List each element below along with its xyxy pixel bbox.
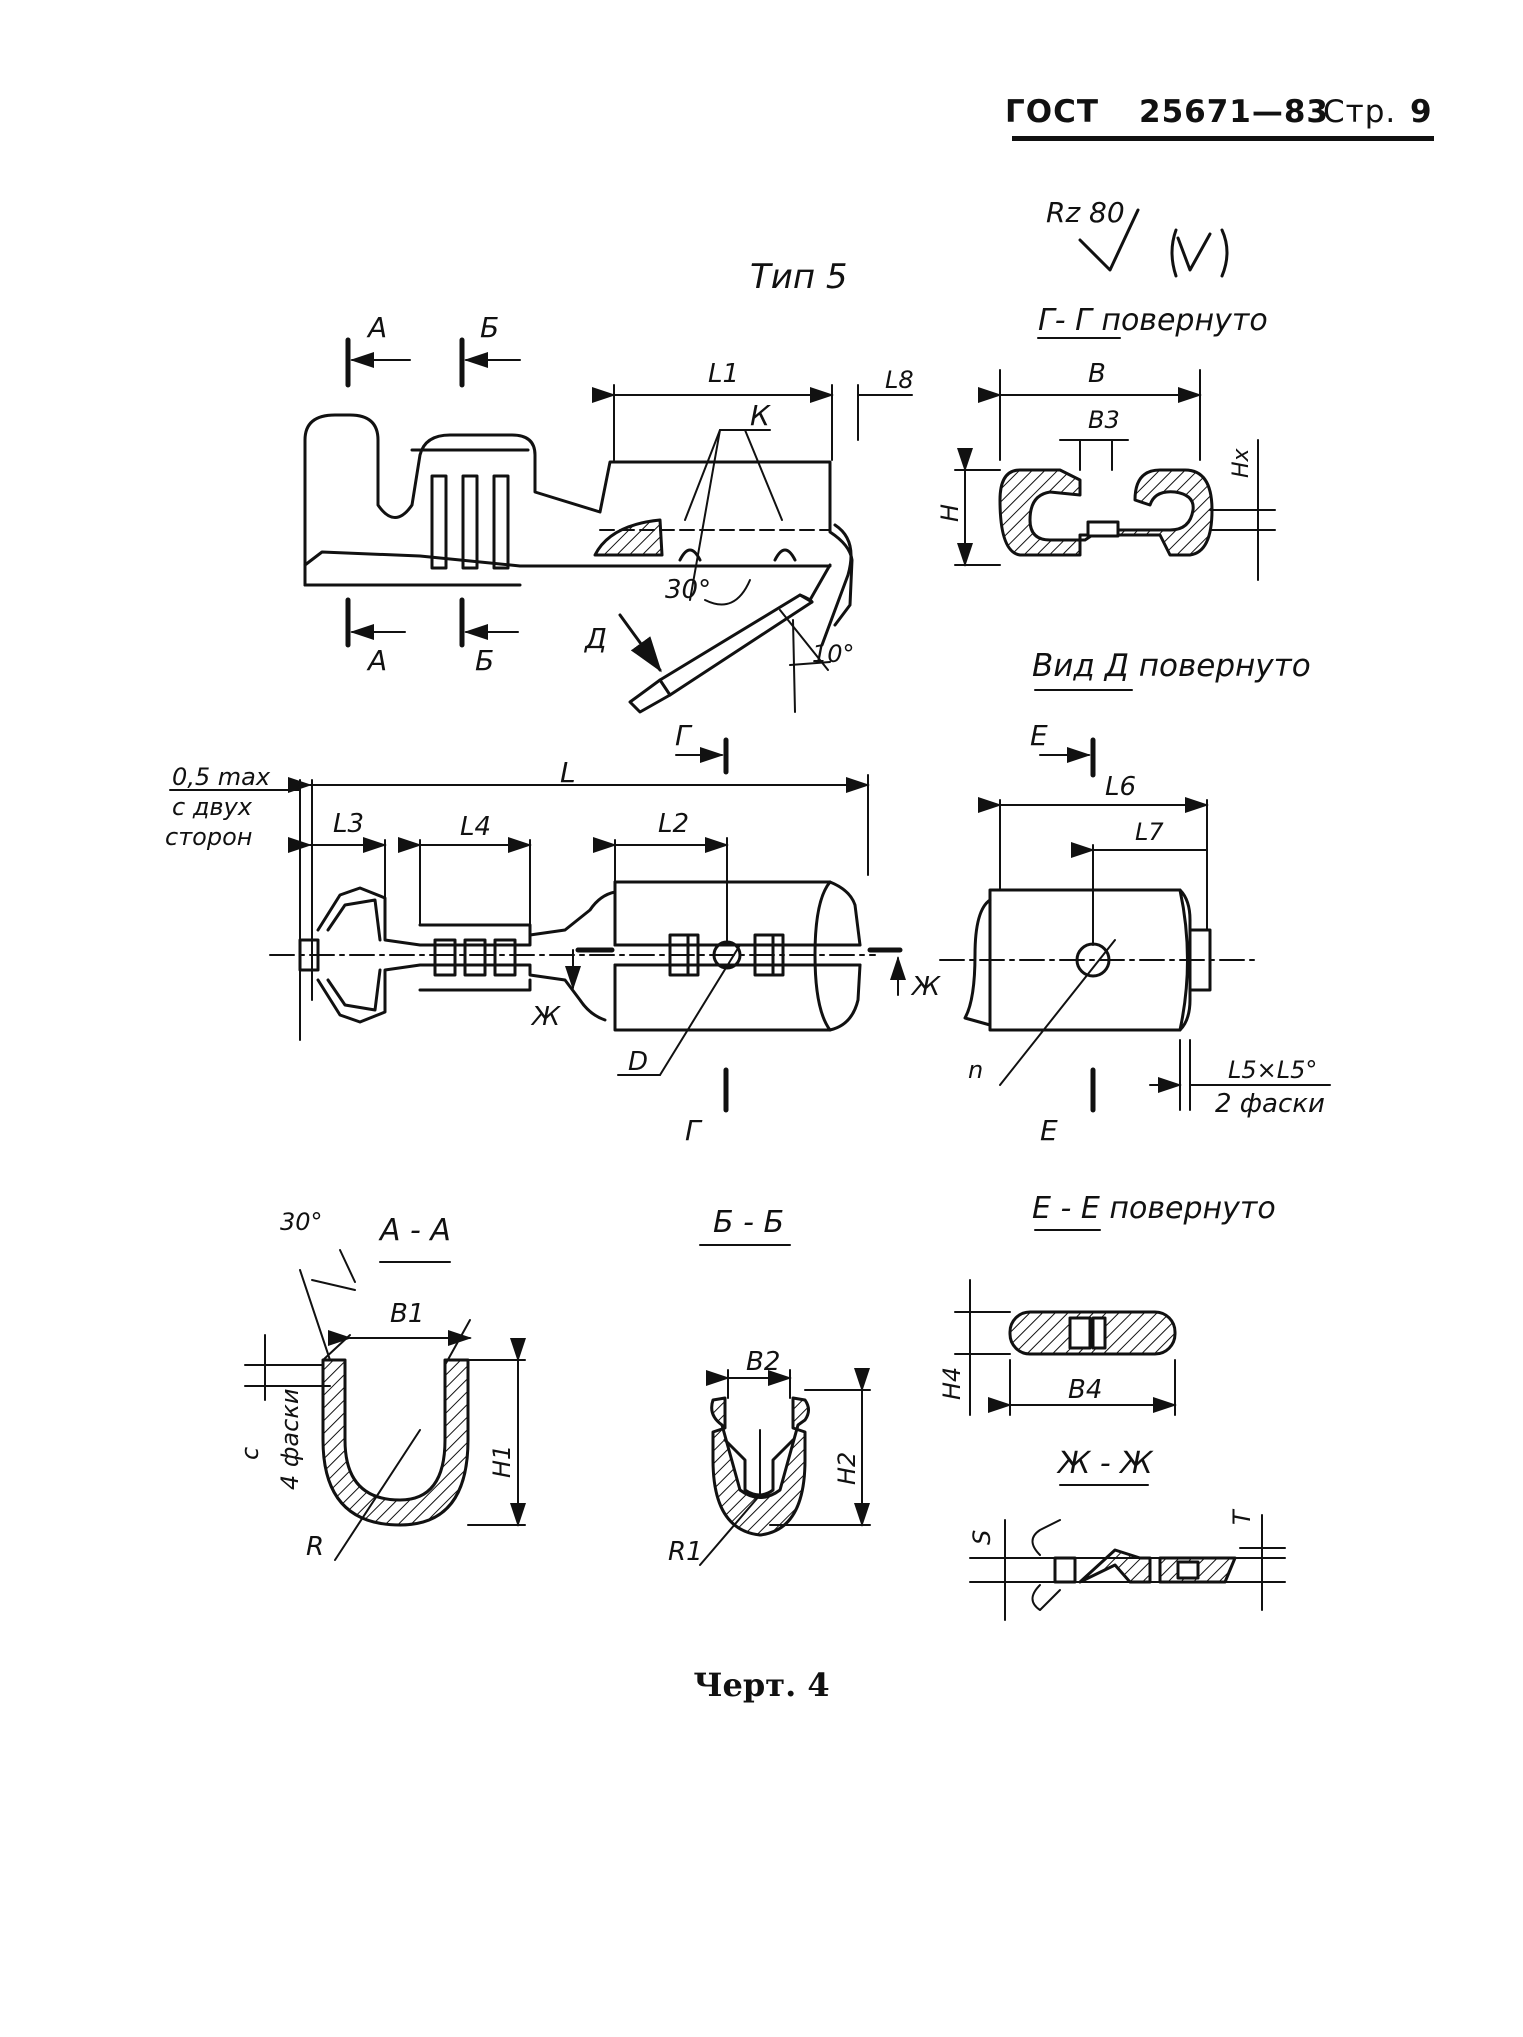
mark-a-bottom: А [366, 644, 387, 677]
dim-l2: L2 [658, 809, 689, 839]
standard-number: 25671—83 [1139, 94, 1329, 130]
mark-d: Д [583, 622, 607, 655]
chamfer4-note: 4 фаски [276, 1389, 304, 1490]
top-view [169, 737, 906, 1113]
dim-b4: B4 [1068, 1375, 1102, 1405]
dim-l4: L4 [460, 812, 491, 842]
dim-n: n [968, 1056, 983, 1084]
mark-k: К [750, 399, 771, 432]
mark-e-top: Е [1030, 719, 1048, 752]
dim-r1: R1 [668, 1537, 703, 1567]
max-note-2: с двух [172, 793, 253, 821]
dim-l3: L3 [333, 809, 364, 839]
max-note-3: сторон [165, 823, 252, 851]
mark-e-bottom: Е [1040, 1114, 1058, 1147]
view-d [939, 689, 1331, 1113]
section-e-e-title: Е - Е повернуто [1032, 1191, 1276, 1226]
section-b-b-title: Б - Б [713, 1205, 784, 1240]
chamfer-note: L5×L5° [1228, 1056, 1317, 1084]
section-a-a [244, 1249, 526, 1561]
dim-b1: B1 [390, 1299, 424, 1329]
section-b-b [699, 1244, 871, 1566]
dim-h4: H4 [938, 1367, 966, 1400]
section-e-e [954, 1229, 1177, 1416]
view-d-title: Вид Д повернуто [1032, 648, 1311, 684]
angle-10: 10° [812, 640, 855, 668]
figure-caption: Черт. 4 [693, 1666, 830, 1704]
view-g-g-title: Г- Г повернуто [1038, 303, 1268, 338]
section-zh-zh [969, 1484, 1286, 1621]
mark-zh-right: Ж [910, 972, 941, 1002]
dim-l6: L6 [1105, 772, 1136, 802]
page-header: ГОСТ 25671—83 Стр. 9 [1005, 88, 1435, 148]
dim-l: L [560, 756, 576, 789]
dim-c: c [236, 1447, 264, 1460]
roughness-symbol [1078, 208, 1229, 278]
dim-b3: B3 [1088, 406, 1120, 434]
page-label: Стр. [1323, 94, 1397, 130]
header-rule [1012, 136, 1434, 141]
dim-h: H [936, 504, 964, 522]
section-a-a-title: А - А [378, 1213, 451, 1248]
mark-g-top: Г [675, 719, 693, 752]
section-g-g [954, 337, 1276, 581]
max-note-1: 0,5 max [172, 763, 271, 791]
dim-h1: H1 [488, 1445, 516, 1478]
mark-b-top: Б [480, 311, 499, 344]
dim-b: B [1088, 359, 1106, 389]
standard-label: ГОСТ [1005, 94, 1100, 130]
dim-hx: Hx [1229, 447, 1254, 478]
dim-l7: L7 [1135, 818, 1164, 846]
mark-zh-left: Ж [530, 1002, 561, 1032]
dim-l1: L1 [708, 359, 739, 389]
side-view [303, 337, 913, 714]
dim-t: T [1228, 1508, 1256, 1525]
dim-d: D [628, 1047, 648, 1077]
page-number: 9 [1410, 94, 1433, 130]
dim-l8: L8 [885, 366, 914, 394]
dim-h2: H2 [833, 1452, 861, 1485]
angle-30: 30° [665, 575, 711, 605]
section-zh-zh-title: Ж - Ж [1056, 1446, 1154, 1481]
roughness-label: Rz 80 [1046, 196, 1125, 229]
type-label: Тип 5 [750, 257, 848, 297]
dim-r: R [306, 1532, 324, 1562]
angle-30-aa: 30° [280, 1208, 323, 1236]
mark-a-top: А [366, 311, 387, 344]
mark-g-bottom: Г [685, 1114, 703, 1147]
dim-b2: B2 [746, 1347, 780, 1377]
chamfer-count: 2 фаски [1215, 1089, 1325, 1119]
mark-b-bottom: Б [475, 644, 494, 677]
dim-s: S [968, 1530, 996, 1545]
